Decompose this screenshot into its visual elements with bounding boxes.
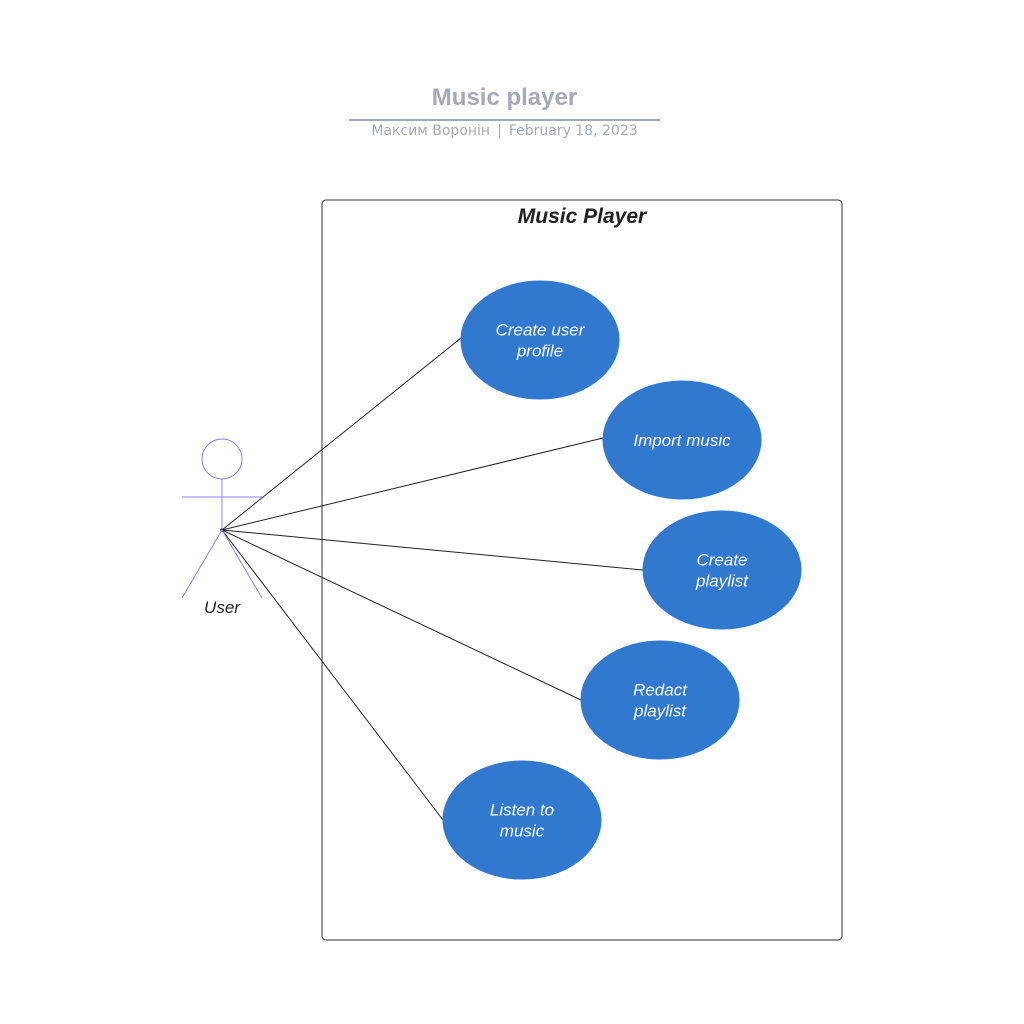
- association-listen-to-music[interactable]: [221, 529, 444, 821]
- use-case-ellipse: [442, 760, 602, 880]
- use-case-label: profile: [516, 342, 563, 361]
- use-case-label: playlist: [695, 572, 749, 591]
- use-case-redact-playlist[interactable]: Redact playlist: [580, 640, 740, 760]
- use-case-ellipse: [602, 380, 762, 500]
- use-case-label: music: [500, 822, 545, 841]
- actor-left-leg: [181, 529, 223, 599]
- system-boundary-label: Music Player: [518, 205, 648, 228]
- use-case-create-playlist[interactable]: Create playlist: [642, 510, 802, 630]
- use-case-label: Listen to: [490, 801, 554, 820]
- use-case-label: Create: [696, 551, 747, 570]
- actor-user[interactable]: User: [181, 438, 263, 617]
- title-divider: [349, 119, 660, 121]
- subtitle-separator: |: [497, 123, 502, 139]
- page-subtitle: Максим Воронін | February 18, 2023: [300, 123, 709, 139]
- use-case-ellipse: [460, 280, 620, 400]
- association-create-playlist[interactable]: [221, 529, 644, 571]
- author-name: Максим Воронін: [371, 123, 491, 139]
- actor-label: User: [204, 598, 241, 617]
- association-import-music[interactable]: [221, 437, 604, 531]
- association-lines: [220, 337, 644, 821]
- use-case-label: Redact: [633, 681, 688, 700]
- document-date: February 18, 2023: [508, 123, 638, 139]
- use-case-listen-to-music[interactable]: Listen to music: [442, 760, 602, 880]
- actor-head: [201, 438, 243, 480]
- use-case-import-music[interactable]: Import music: [602, 380, 762, 500]
- actor-right-leg: [221, 529, 263, 599]
- use-case-create-user-profile[interactable]: Create user profile: [460, 280, 620, 400]
- use-case-ellipse: [580, 640, 740, 760]
- use-case-ellipse: [642, 510, 802, 630]
- use-case-label: Create user: [496, 321, 586, 340]
- association-redact-playlist[interactable]: [221, 529, 582, 701]
- use-case-label: playlist: [633, 702, 687, 721]
- page-title: Music player: [431, 84, 578, 111]
- use-case-label: Import music: [633, 431, 731, 450]
- association-create-user-profile[interactable]: [221, 337, 462, 531]
